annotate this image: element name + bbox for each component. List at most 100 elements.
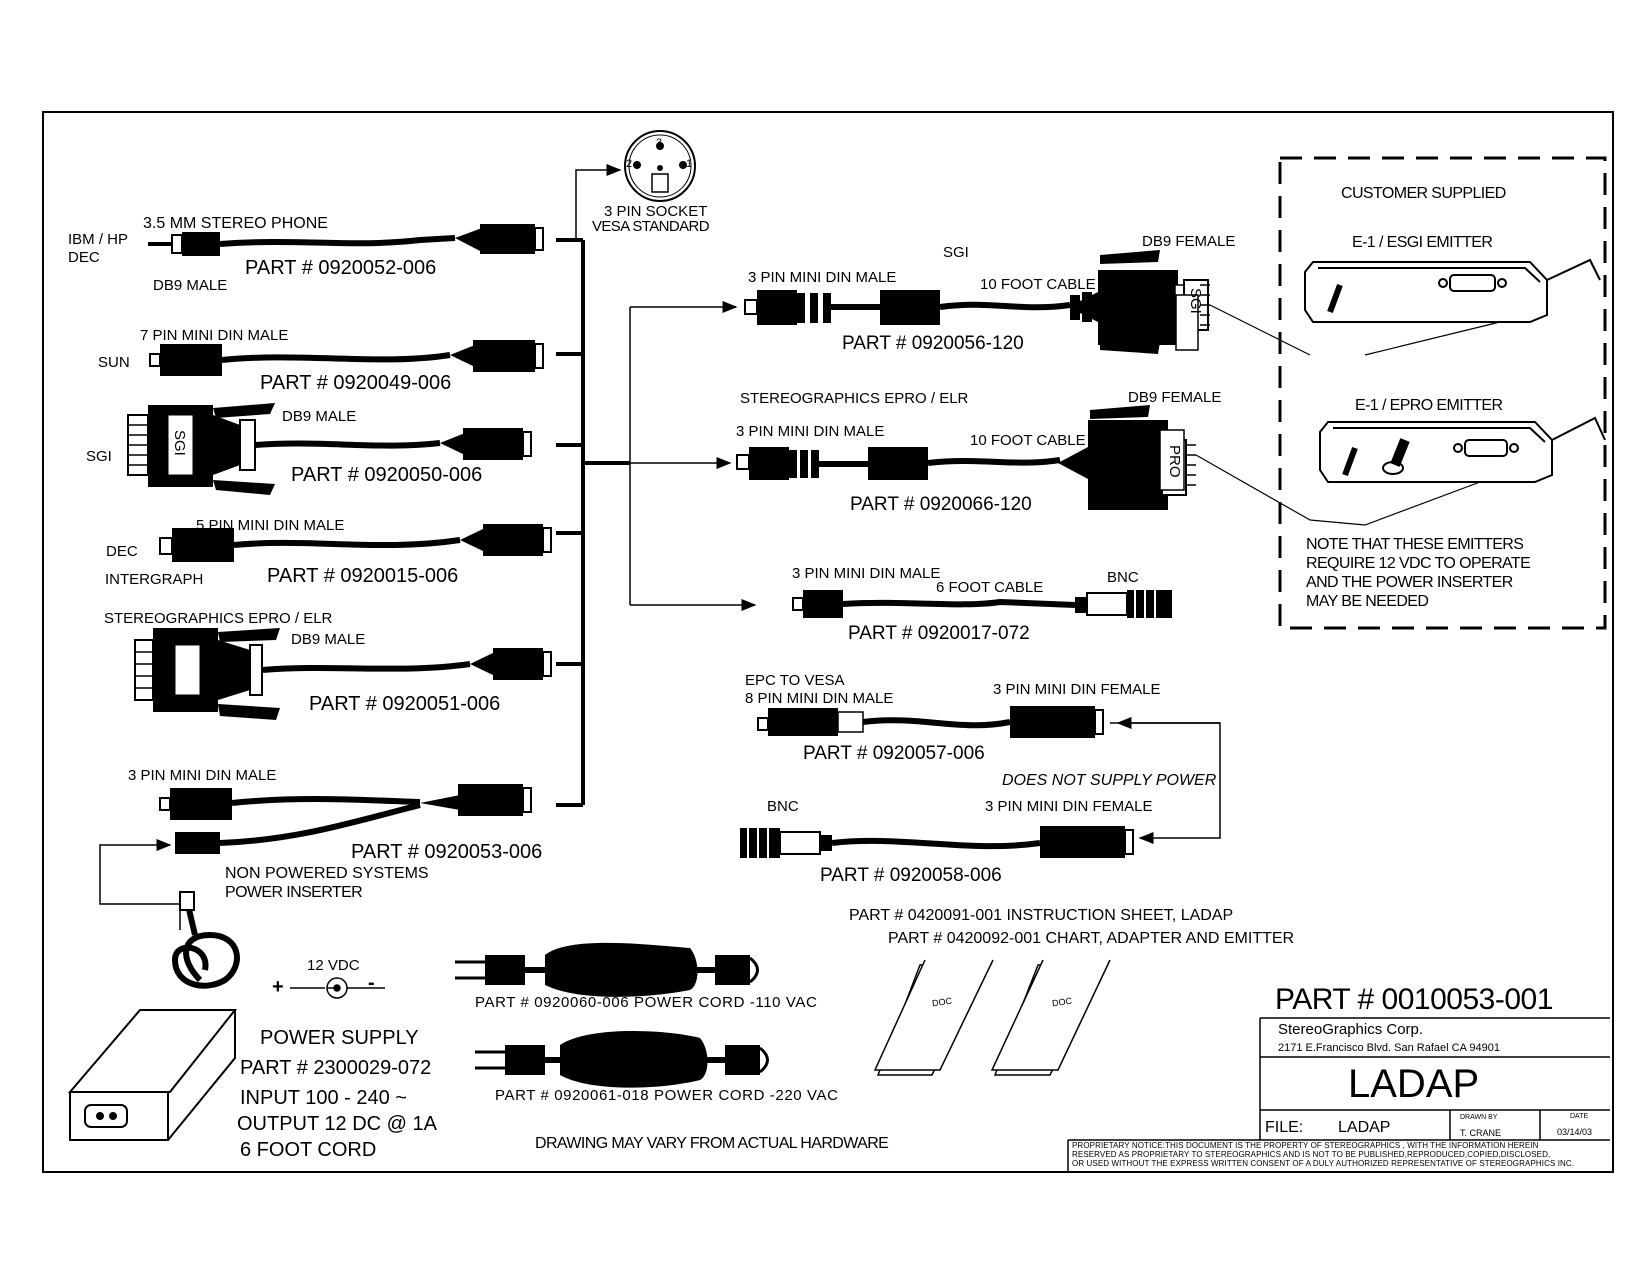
emitter-pointer-esgi [1364,321,1501,356]
company-address: 2171 E.Francisco Blvd. San Rafael CA 949… [1278,1042,1500,1054]
power-cord-110 [455,942,759,997]
emitter-note-line3: AND THE POWER INSERTER [1306,574,1513,591]
sgi-plate-left: SGI [171,430,188,456]
part-0920053-006: PART # 0920053-006 [351,841,543,863]
ten-foot-cable-sgi: 10 FOOT CABLE [980,276,1096,293]
part-0920056-120: PART # 0920056-120 [842,333,1024,354]
eight-pin-male: 8 PIN MINI DIN MALE [745,690,894,707]
power-inserter-note: POWER INSERTER [225,884,363,901]
proprietary-line2: RESERVED AS PROPRIETARY TO STEREOGRAPHIC… [1072,1150,1551,1159]
stereo-phone-header: 3.5 MM STEREO PHONE [143,215,328,232]
polarity-symbol [290,977,385,999]
sgi-plate-right: SGI [1187,288,1204,314]
drawn-by-value: T. CRANE [1460,1128,1502,1138]
date-value: 03/14/03 [1557,1127,1593,1137]
sgi-title: SGI [943,244,969,261]
cable-sgi-10ft [744,250,1311,356]
part-0920017-072: PART # 0920017-072 [848,623,1030,644]
db9-male-label-epro: DB9 MALE [291,631,366,648]
db9-male-label-1: DB9 MALE [153,277,228,294]
doc-sheets [873,959,1111,1076]
cable-sgi-db9 [127,403,532,495]
non-powered-note: NON POWERED SYSTEMS [225,865,429,882]
six-foot-cable: 6 FOOT CABLE [936,579,1044,596]
drawn-by-label: DRAWN BY [1460,1114,1498,1121]
bnc-label-2: BNC [767,798,799,815]
three-pin-male-sgi: 3 PIN MINI DIN MALE [748,269,897,286]
polarity-voltage: 12 VDC [307,957,360,974]
cable-3pin-power-inserter [159,784,532,854]
esgi-emitter-label: E-1 / ESGI EMITTER [1352,234,1493,251]
part-0920058-006: PART # 0920058-006 [820,865,1002,886]
db9-male-label-sgi: DB9 MALE [282,408,357,425]
epro-elr-title-right: STEREOGRAPHICS EPRO / ELR [740,390,969,407]
cable-stereo-phone [148,224,544,256]
file-label: FILE: [1265,1119,1304,1136]
socket-label-line1: 3 PIN SOCKET [604,203,708,220]
socket-pin-3: 3 [656,137,663,149]
power-supply-part: PART # 2300029-072 [240,1057,432,1079]
power-supply-input: INPUT 100 - 240 ~ [240,1087,407,1109]
system-sgi: SGI [86,448,112,465]
proprietary-line3: OR USED WITHOUT THE EXPRESS WRITTEN CONS… [1072,1159,1575,1168]
power-supply-leader [99,839,181,930]
file-value: LADAP [1338,1119,1391,1136]
cable-7pin [149,340,544,376]
system-ibm-hp: IBM / HP [68,231,129,248]
three-pin-socket-symbol [624,130,696,202]
part-0920049-006: PART # 0920049-006 [260,372,452,394]
power-cord-220-label: PART # 0920061-018 POWER CORD -220 VAC [495,1087,839,1104]
part-0920015-006: PART # 0920015-006 [267,565,459,587]
drawing-title: LADAP [1348,1062,1480,1106]
epc-to-vesa: EPC TO VESA [745,672,845,689]
part-0920052-006: PART # 0920052-006 [245,257,437,279]
emitter-pointer-epro [1309,481,1481,526]
polarity-plus: + [272,976,284,998]
three-pin-male-header-left: 3 PIN MINI DIN MALE [128,767,277,784]
power-supply-cord: 6 FOOT CORD [240,1139,377,1161]
drawing-border [42,111,1614,1173]
five-pin-header: 5 PIN MINI DIN MALE [196,517,345,534]
chart-line: PART # 0420092-001 CHART, ADAPTER AND EM… [888,930,1295,947]
emitter-note-line4: MAY BE NEEDED [1306,593,1429,610]
cable-epro-10ft [736,405,1311,521]
emitter-note-line2: REQUIRE 12 VDC TO OPERATE [1306,555,1531,572]
emitter-note-line1: NOTE THAT THESE EMITTERS [1306,536,1524,553]
cable-epc-vesa [757,706,1104,738]
ten-foot-cable-epro: 10 FOOT CABLE [970,432,1086,449]
left-bus [556,238,630,807]
epro-emitter-label: E-1 / EPRO EMITTER [1355,397,1503,414]
cable-bnc-3pin [740,826,1134,858]
company-name: StereoGraphics Corp. [1278,1021,1424,1038]
right-branch [629,301,757,611]
part-0920050-006: PART # 0920050-006 [291,464,483,486]
power-cord-220 [475,1030,769,1088]
system-dec-2: DEC [106,543,138,560]
db9-female-sgi: DB9 FEMALE [1142,233,1236,250]
db9-female-epro: DB9 FEMALE [1128,389,1222,406]
customer-supplied-title: CUSTOMER SUPPLIED [1341,185,1506,202]
epro-elr-header-left: STEREOGRAPHICS EPRO / ELR [104,610,333,627]
socket-pin-2: 2 [626,158,633,170]
cable-5pin [159,524,552,562]
socket-pin-1: 1 [686,158,693,170]
part-0920066-120: PART # 0920066-120 [850,494,1032,515]
instruction-sheet-line: PART # 0420091-001 INSTRUCTION SHEET, LA… [849,907,1234,924]
socket-leader [575,164,622,241]
date-label: DATE [1570,1113,1589,1120]
power-cord-110-label: PART # 0920060-006 POWER CORD -110 VAC [475,994,818,1011]
power-supply-device [67,891,240,1141]
power-supply-output: OUTPUT 12 DC @ 1A [237,1113,437,1135]
cable-bnc-6ft [792,590,1172,618]
socket-label-line2: VESA STANDARD [592,218,710,235]
pro-plate: PRO [1166,445,1183,478]
part-0920051-006: PART # 0920051-006 [309,693,501,715]
customer-supplied-box [1278,156,1607,630]
seven-pin-header: 7 PIN MINI DIN MALE [140,327,289,344]
system-sun: SUN [98,354,130,371]
three-pin-male-bnc: 3 PIN MINI DIN MALE [792,565,941,582]
proprietary-line1: PROPRIETARY NOTICE:THIS DOCUMENT IS THE … [1072,1141,1539,1150]
title-part-number: PART # 0010053-001 [1275,983,1553,1016]
three-pin-female-bnc: 3 PIN MINI DIN FEMALE [985,798,1153,815]
